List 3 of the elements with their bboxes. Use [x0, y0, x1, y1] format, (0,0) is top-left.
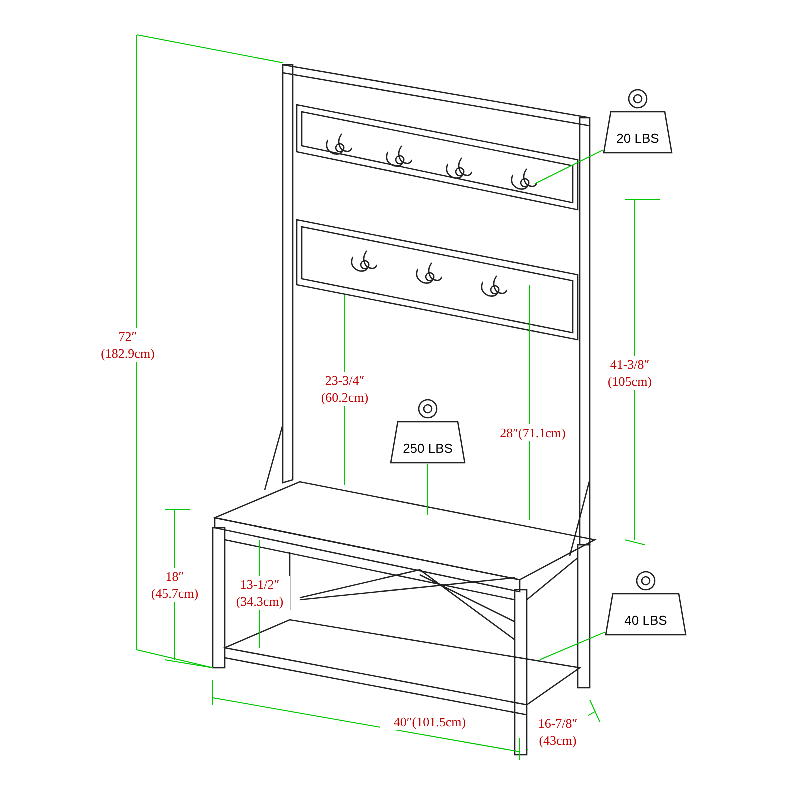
leader-line [534, 150, 604, 184]
leader-line [540, 632, 606, 660]
dimension-label: 16-7/8″ (43cm) [528, 715, 588, 749]
